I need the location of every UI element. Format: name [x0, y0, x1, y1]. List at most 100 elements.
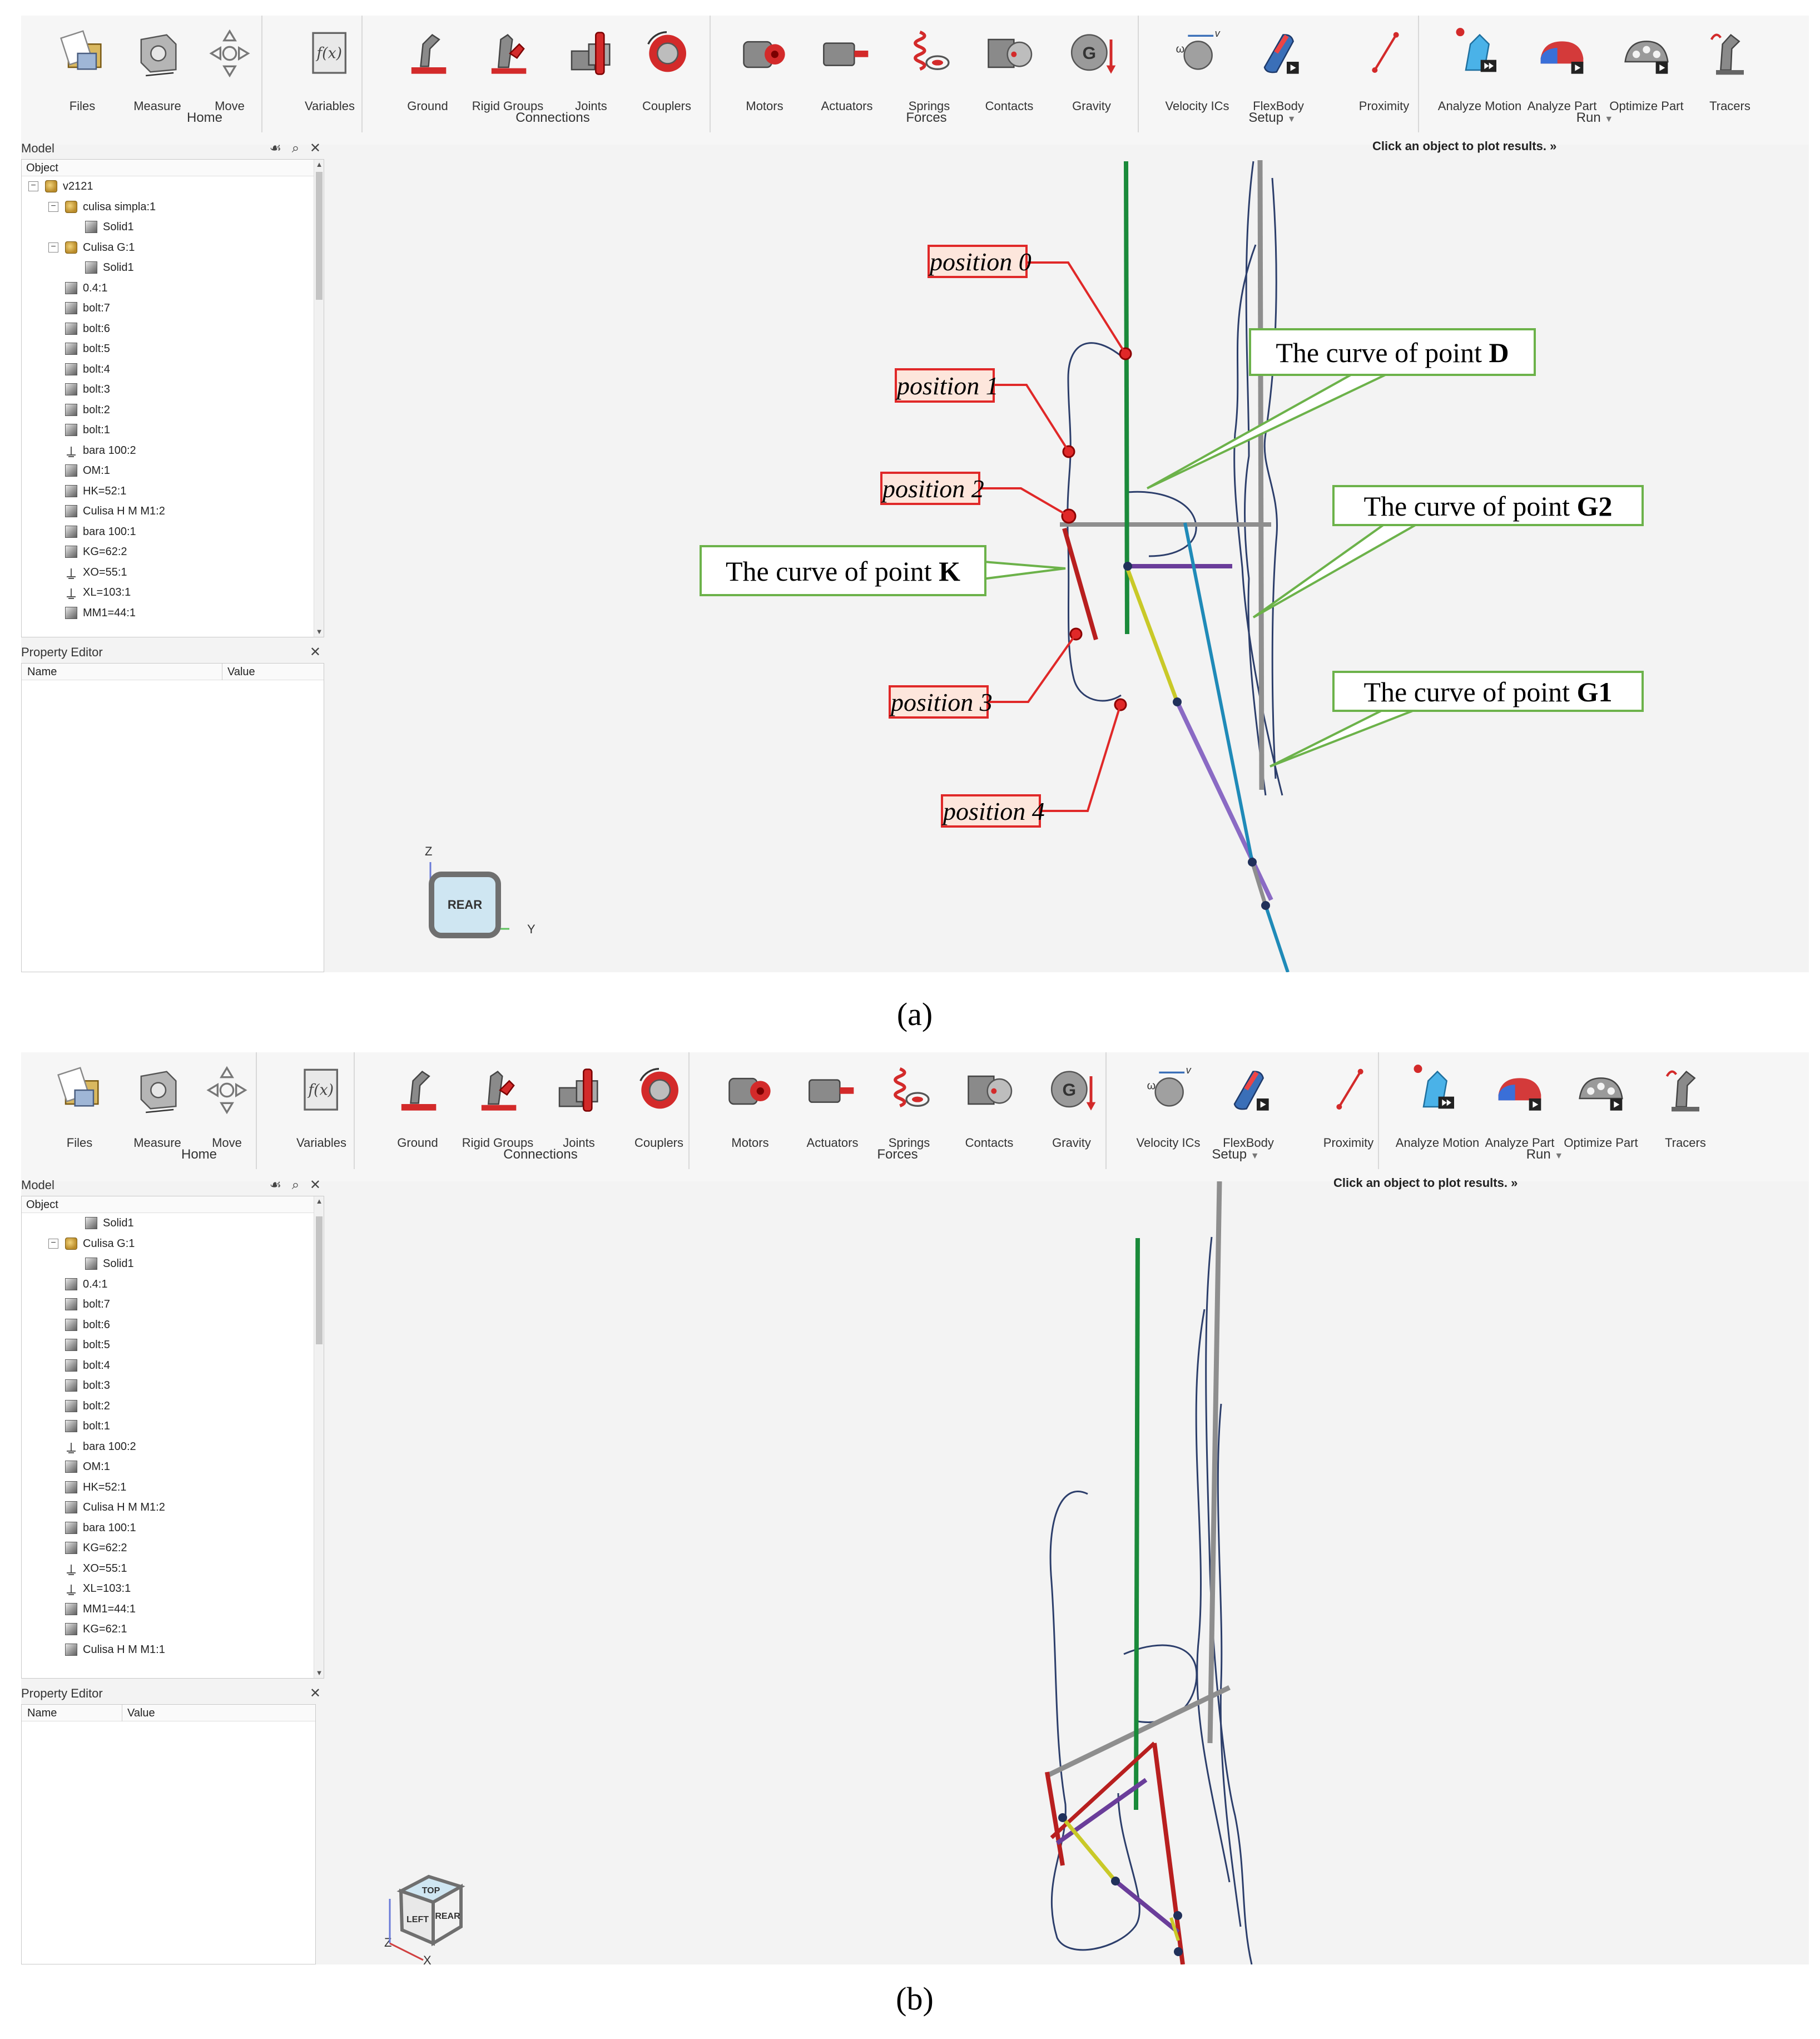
tree-item[interactable]: HK=52:1: [22, 481, 324, 502]
tool-actuators[interactable]: Actuators: [805, 16, 889, 127]
tool-flexbody[interactable]: FlexBody: [1207, 1052, 1290, 1164]
tree-item[interactable]: bolt:3: [22, 1375, 324, 1396]
model-panel-controls[interactable]: ☙ ⌕ ✕: [269, 1177, 324, 1192]
tool-analyze-motion[interactable]: Analyze Motion: [1396, 1052, 1479, 1164]
tree-item[interactable]: −Culisa G:1: [22, 1234, 324, 1254]
tree-item[interactable]: bolt:2: [22, 400, 324, 420]
tool-couplers[interactable]: Couplers: [625, 16, 708, 127]
tree-item[interactable]: XO=55:1: [22, 1558, 324, 1579]
tool-springs[interactable]: Springs: [887, 16, 971, 127]
tree-item[interactable]: −Culisa G:1: [22, 237, 324, 258]
tool-variables[interactable]: f(x)Variables: [288, 16, 371, 127]
tool-contacts[interactable]: Contacts: [968, 16, 1051, 127]
tool-flexbody[interactable]: FlexBody: [1237, 16, 1320, 127]
collapse-toggle-icon[interactable]: −: [48, 242, 58, 253]
tool-analyze-part[interactable]: Analyze Part: [1478, 1052, 1561, 1164]
tool-ground[interactable]: Ground: [386, 16, 469, 127]
group-run-label[interactable]: Run ▼: [1461, 1147, 1628, 1162]
collapse-toggle-icon[interactable]: −: [48, 1238, 58, 1249]
tree-item[interactable]: XL=103:1: [22, 582, 324, 603]
tree-item[interactable]: bolt:3: [22, 379, 324, 400]
tool-move[interactable]: Move: [188, 16, 271, 127]
tree-item[interactable]: KG=62:1: [22, 1619, 324, 1640]
tool-joints[interactable]: Joints: [549, 16, 633, 127]
scroll-up-icon[interactable]: ▲: [315, 160, 323, 169]
tree-item[interactable]: OM:1: [22, 1457, 324, 1477]
tool-motors[interactable]: Motors: [708, 1052, 792, 1164]
tree-item[interactable]: bara 100:1: [22, 1518, 324, 1538]
tool-tracers[interactable]: Tracers: [1644, 1052, 1727, 1164]
collapse-toggle-icon[interactable]: −: [48, 201, 58, 212]
scroll-down-icon[interactable]: ▼: [315, 627, 323, 636]
plot-results-hint[interactable]: Click an object to plot results. »: [1333, 1176, 1518, 1190]
tree-item[interactable]: bolt:5: [22, 1335, 324, 1355]
scrollbar-thumb[interactable]: [316, 1216, 323, 1344]
tree-item[interactable]: XO=55:1: [22, 562, 324, 583]
graphics-viewport[interactable]: Z Y REAR position 0 position 1 position …: [326, 145, 1809, 972]
model-tree-scrollbar[interactable]: ▲ ▼: [314, 160, 324, 637]
tree-item[interactable]: bolt:2: [22, 1396, 324, 1417]
tree-item[interactable]: bara 100:2: [22, 1437, 324, 1457]
tree-item[interactable]: KG=62:2: [22, 1538, 324, 1558]
tree-item[interactable]: HK=52:1: [22, 1477, 324, 1498]
tree-item[interactable]: 0.4:1: [22, 1274, 324, 1295]
graphics-viewport[interactable]: Z X TOP LEFT REAR: [318, 1181, 1809, 1964]
tool-measure[interactable]: Measure: [116, 1052, 199, 1164]
tool-optimize-part[interactable]: Optimize Part: [1559, 1052, 1643, 1164]
tree-item[interactable]: Culisa H M M1:1: [22, 1640, 324, 1660]
tree-item[interactable]: XL=103:1: [22, 1578, 324, 1599]
model-tree-scrollbar[interactable]: ▲ ▼: [314, 1196, 324, 1678]
tool-optimize-part[interactable]: Optimize Part: [1605, 16, 1688, 127]
tree-item[interactable]: Solid1: [22, 258, 324, 278]
tree-item[interactable]: bolt:6: [22, 1315, 324, 1335]
group-run-label[interactable]: Run ▼: [1511, 110, 1678, 126]
group-setup-label[interactable]: Setup ▼: [1189, 110, 1356, 126]
tool-move[interactable]: Move: [185, 1052, 269, 1164]
tree-item[interactable]: bara 100:1: [22, 522, 324, 542]
tool-analyze-part[interactable]: Analyze Part: [1520, 16, 1604, 127]
tree-item[interactable]: bolt:7: [22, 298, 324, 319]
tool-rigid-groups[interactable]: Rigid Groups: [466, 16, 549, 127]
tree-item[interactable]: bolt:6: [22, 319, 324, 339]
tool-rigid-groups[interactable]: Rigid Groups: [456, 1052, 539, 1164]
scroll-down-icon[interactable]: ▼: [315, 1669, 323, 1677]
tree-item[interactable]: bolt:4: [22, 359, 324, 380]
tree-item[interactable]: bolt:5: [22, 339, 324, 359]
property-editor-close-icon[interactable]: ✕: [309, 645, 324, 660]
tree-item[interactable]: 0.4:1: [22, 278, 324, 299]
tree-item[interactable]: MM1=44:1: [22, 603, 324, 623]
tree-item[interactable]: bolt:1: [22, 420, 324, 441]
tree-item[interactable]: Solid1: [22, 217, 324, 237]
collapse-toggle-icon[interactable]: −: [28, 181, 38, 191]
tool-files[interactable]: Files: [41, 16, 124, 127]
tree-item[interactable]: Solid1: [22, 1213, 324, 1234]
tree-item[interactable]: −v2121: [22, 176, 324, 197]
tool-springs[interactable]: Springs: [867, 1052, 951, 1164]
scrollbar-thumb[interactable]: [316, 172, 323, 300]
tool-ground[interactable]: Ground: [376, 1052, 459, 1164]
tool-measure[interactable]: Measure: [116, 16, 199, 127]
tool-proximity[interactable]: Proximity: [1342, 16, 1426, 127]
tool-actuators[interactable]: Actuators: [791, 1052, 874, 1164]
scroll-up-icon[interactable]: ▲: [315, 1197, 323, 1205]
tool-couplers[interactable]: Couplers: [617, 1052, 701, 1164]
tree-item[interactable]: −culisa simpla:1: [22, 197, 324, 217]
tree-item[interactable]: OM:1: [22, 461, 324, 481]
tree-item[interactable]: bolt:7: [22, 1294, 324, 1315]
property-editor-close-icon[interactable]: ✕: [309, 1686, 324, 1701]
group-setup-label[interactable]: Setup ▼: [1152, 1147, 1319, 1162]
tree-item[interactable]: Culisa H M M1:2: [22, 1497, 324, 1518]
tool-contacts[interactable]: Contacts: [948, 1052, 1031, 1164]
tool-variables[interactable]: f(x)Variables: [280, 1052, 363, 1164]
tree-item[interactable]: bolt:4: [22, 1355, 324, 1376]
tool-tracers[interactable]: Tracers: [1688, 16, 1772, 127]
tree-item[interactable]: KG=62:2: [22, 542, 324, 562]
tree-item[interactable]: MM1=44:1: [22, 1599, 324, 1620]
tool-files[interactable]: Files: [38, 1052, 121, 1164]
tool-analyze-motion[interactable]: Analyze Motion: [1438, 16, 1521, 127]
tree-item[interactable]: bara 100:2: [22, 441, 324, 461]
